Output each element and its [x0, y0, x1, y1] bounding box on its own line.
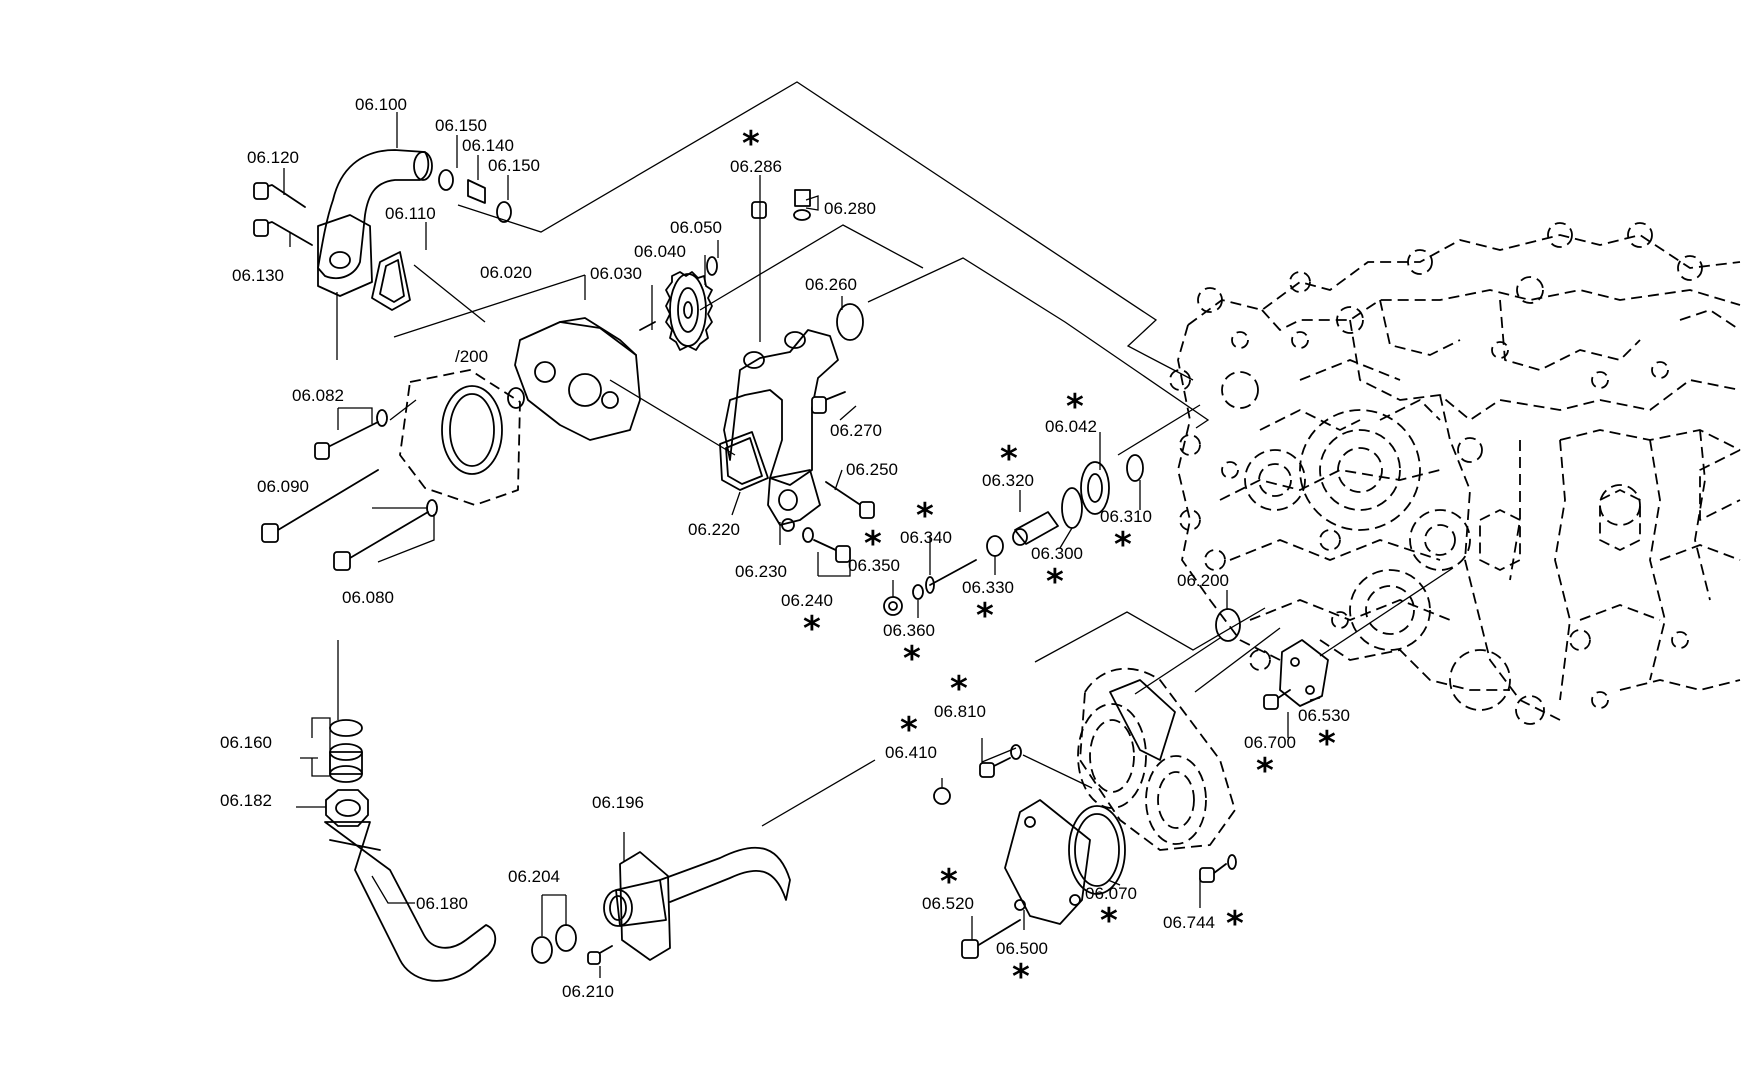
asterisk-06-744: *: [1226, 904, 1244, 944]
label-06-320: 06.320: [982, 471, 1034, 490]
label-06-140: 06.140: [462, 136, 514, 155]
label-06-204: 06.204: [508, 867, 560, 886]
label-06-082: 06.082: [292, 386, 344, 405]
label-06-286: 06.286: [730, 157, 782, 176]
label-06-340: 06.340: [900, 528, 952, 547]
asterisk-06-300: *: [1046, 562, 1064, 602]
label-06-360: 06.360: [883, 621, 935, 640]
asterisk-markers: * * * * * * * * * * * * * * * * * *: [742, 124, 1336, 997]
asterisk-06-360: *: [903, 639, 921, 679]
label-06-040: 06.040: [634, 242, 686, 261]
label-06-260: 06.260: [805, 275, 857, 294]
label-06-410: 06.410: [885, 743, 937, 762]
label-06-230: 06.230: [735, 562, 787, 581]
label-06-120: 06.120: [247, 148, 299, 167]
label-06-160: 06.160: [220, 733, 272, 752]
label-06-150-top: 06.150: [435, 116, 487, 135]
asterisk-06-042: *: [1066, 387, 1084, 427]
label-06-240: 06.240: [781, 591, 833, 610]
asterisk-06-500: *: [1012, 957, 1030, 997]
label-06-220: 06.220: [688, 520, 740, 539]
label-06-150-bottom: 06.150: [488, 156, 540, 175]
label-06-200: 06.200: [1177, 571, 1229, 590]
label-06-050: 06.050: [670, 218, 722, 237]
asterisk-06-330: *: [976, 596, 994, 636]
transmission-housing: [1169, 222, 1741, 725]
asterisk-06-070: *: [1100, 901, 1118, 941]
asterisk-06-410: *: [900, 710, 918, 750]
label-06-810: 06.810: [934, 702, 986, 721]
asterisk-06-350: *: [864, 524, 882, 564]
label-06-300: 06.300: [1031, 544, 1083, 563]
label-06-250: 06.250: [846, 460, 898, 479]
label-06-210: 06.210: [562, 982, 614, 1001]
label-06-520: 06.520: [922, 894, 974, 913]
label-06-310: 06.310: [1100, 507, 1152, 526]
label-leaders: [283, 112, 1321, 978]
label-06-042: 06.042: [1045, 417, 1097, 436]
asterisk-06-286: *: [742, 124, 760, 164]
label-06-280: 06.280: [824, 199, 876, 218]
label-06-330: 06.330: [962, 578, 1014, 597]
label-06-182: 06.182: [220, 791, 272, 810]
label-06-270: 06.270: [830, 421, 882, 440]
label-06-090: 06.090: [257, 477, 309, 496]
label-06-070: 06.070: [1085, 884, 1137, 903]
label-06-700: 06.700: [1244, 733, 1296, 752]
label-06-020: 06.020: [480, 263, 532, 282]
label-06-500: 06.500: [996, 939, 1048, 958]
part-labels: 06.100 06.120 06.150 06.140 06.150 06.11…: [220, 95, 1350, 1001]
asterisk-06-810: *: [950, 669, 968, 709]
asterisk-06-340: *: [916, 496, 934, 536]
label-06-196: 06.196: [592, 793, 644, 812]
asterisk-06-700: *: [1256, 751, 1274, 791]
label-06-030: 06.030: [590, 264, 642, 283]
label-06-110: 06.110: [385, 204, 436, 223]
label-06-100: 06.100: [355, 95, 407, 114]
leader-lines: [336, 81, 1454, 827]
label-200: /200: [455, 347, 488, 366]
asterisk-06-320: *: [1000, 439, 1018, 479]
label-06-530: 06.530: [1298, 706, 1350, 725]
label-06-744: 06.744: [1163, 913, 1215, 932]
label-06-350: 06.350: [848, 556, 900, 575]
asterisk-06-530: *: [1318, 724, 1336, 764]
label-06-130: 06.130: [232, 266, 284, 285]
parts: [253, 149, 1329, 982]
label-06-180: 06.180: [416, 894, 468, 913]
asterisk-06-520: *: [940, 862, 958, 902]
label-06-080: 06.080: [342, 588, 394, 607]
asterisk-06-310: *: [1114, 525, 1132, 565]
asterisk-06-240: *: [803, 609, 821, 649]
